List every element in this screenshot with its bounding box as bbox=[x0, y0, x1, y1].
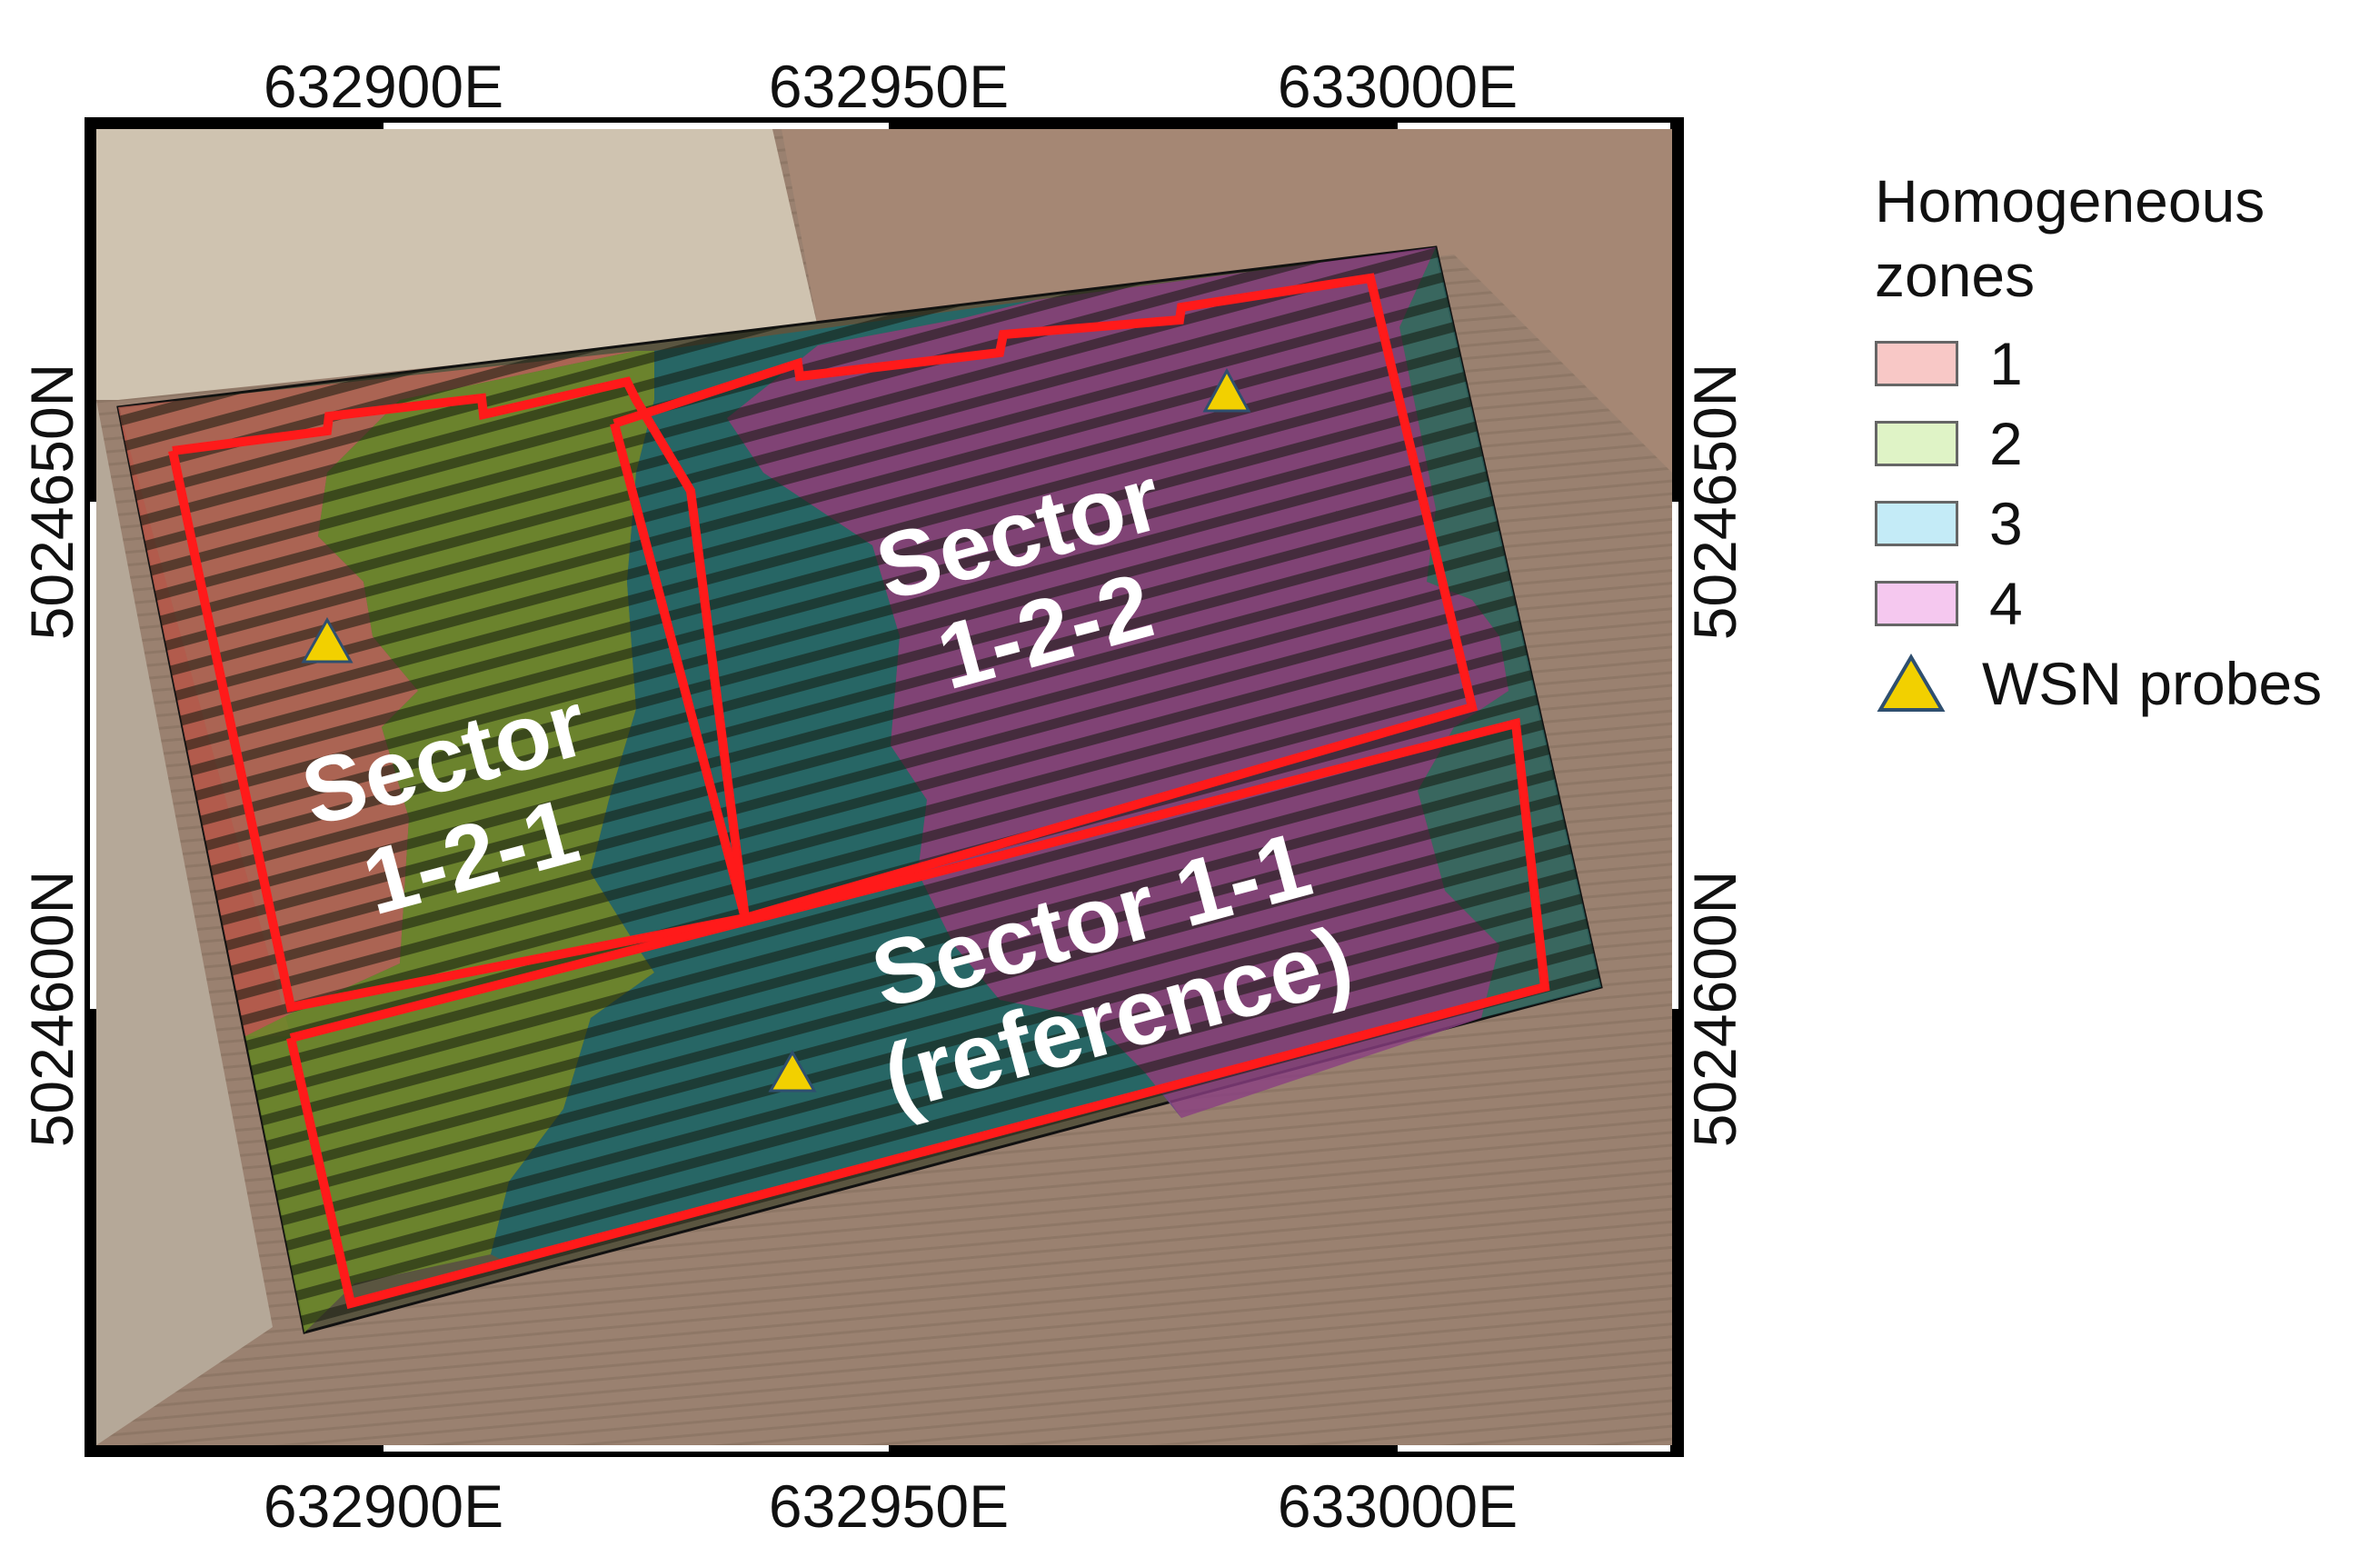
legend-label: WSN probes bbox=[1982, 650, 2323, 717]
y-tick-label-right: 5024600N bbox=[1681, 871, 1748, 1148]
x-tick-label-bottom: 633000E bbox=[1278, 1472, 1518, 1540]
x-tick-label-top: 632950E bbox=[769, 53, 1009, 120]
zone-4-swatch bbox=[1875, 581, 1958, 626]
legend-item-zone-4: 4 bbox=[1875, 564, 2380, 644]
y-tick-label-left: 5024600N bbox=[18, 871, 85, 1148]
sector-1-2-1-outline bbox=[168, 376, 751, 1013]
sector-1-1-outline bbox=[286, 717, 1550, 1310]
aerial-image bbox=[96, 129, 1672, 1445]
x-tick-label-bottom: 632900E bbox=[264, 1472, 503, 1540]
zone-1-swatch bbox=[1875, 341, 1958, 386]
legend-item-zone-3: 3 bbox=[1875, 484, 2380, 564]
sector-1-2-2-outline bbox=[610, 273, 1478, 924]
legend-label: 2 bbox=[1989, 410, 2023, 477]
legend-item-wsn-probes: WSN probes bbox=[1875, 644, 2380, 724]
x-tick-label-top: 632900E bbox=[264, 53, 503, 120]
triangle-icon bbox=[1877, 654, 1946, 712]
zone-2-swatch bbox=[1875, 421, 1958, 466]
legend-label: 1 bbox=[1989, 330, 2023, 397]
y-tick-label-left: 5024650N bbox=[18, 364, 85, 641]
y-tick-label-right: 5024650N bbox=[1681, 364, 1748, 641]
wsn-probe-triangle-icon bbox=[301, 616, 354, 664]
x-tick-label-top: 633000E bbox=[1278, 53, 1518, 120]
wsn-probe-triangle-icon bbox=[768, 1049, 817, 1093]
wsn-probe-triangle-icon bbox=[1202, 367, 1251, 413]
legend-title: Homogeneous zones bbox=[1875, 167, 2265, 309]
legend-label: 3 bbox=[1989, 490, 2023, 557]
zone-3-swatch bbox=[1875, 501, 1958, 546]
legend: Homogeneous zones 1 2 3 4 WSN probes bbox=[1875, 164, 2380, 724]
x-tick-label-bottom: 632950E bbox=[769, 1472, 1009, 1540]
legend-item-zone-2: 2 bbox=[1875, 404, 2380, 484]
legend-item-zone-1: 1 bbox=[1875, 324, 2380, 404]
legend-label: 4 bbox=[1989, 570, 2023, 637]
